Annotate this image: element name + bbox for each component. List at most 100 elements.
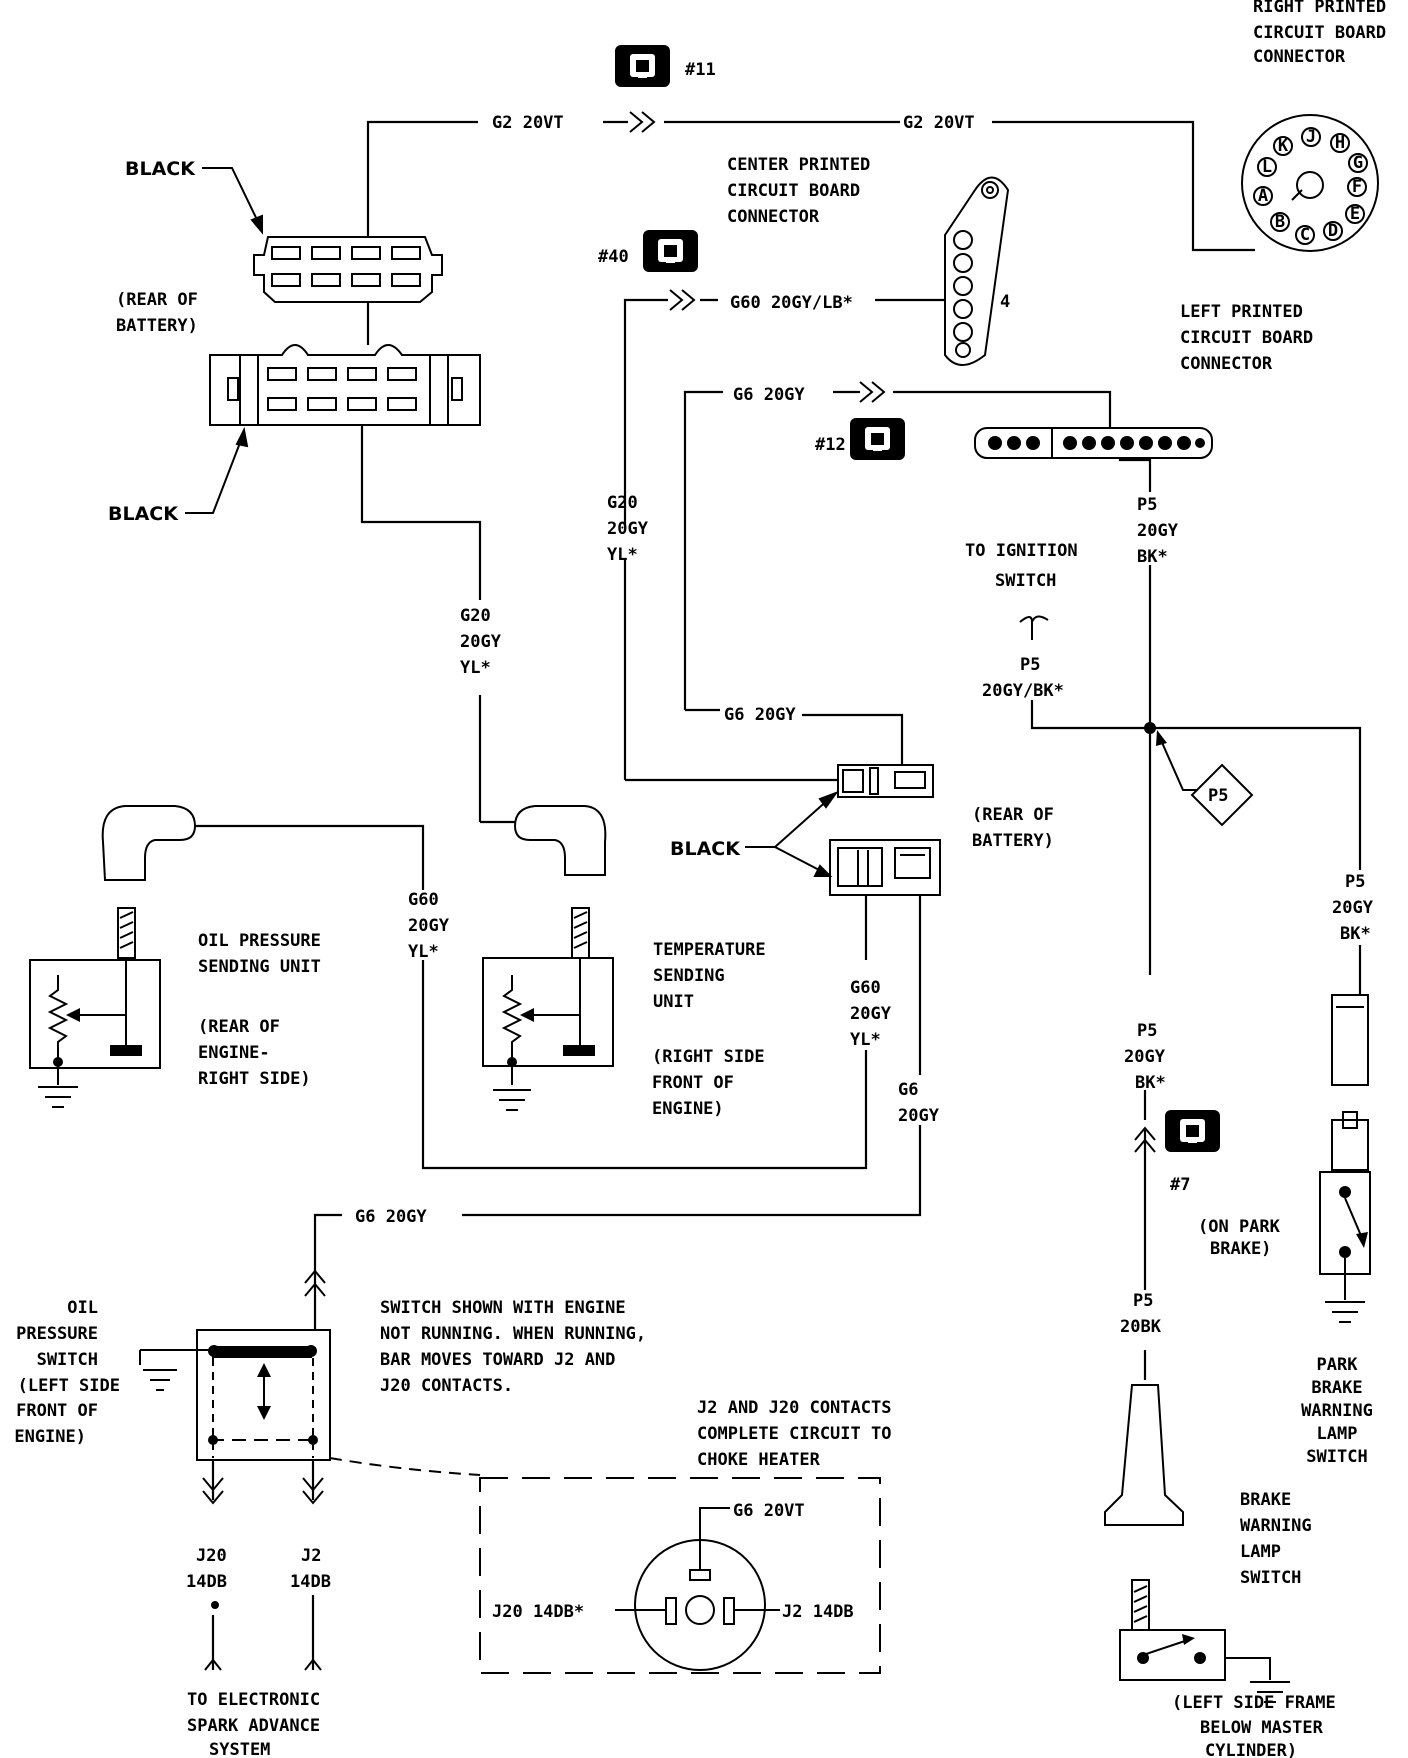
splice — [1144, 722, 1254, 827]
svg-text:CENTER PRINTED: CENTER PRINTED — [727, 155, 870, 175]
svg-text:20GY: 20GY — [898, 1106, 940, 1126]
oil-sender-label: OIL PRESSURE SENDING UNIT (REAR OF ENGIN… — [198, 931, 321, 1089]
right-pcb-label: RIGHT PRINTED CIRCUIT BOARD CONNECTOR — [1253, 0, 1386, 67]
wire-p5 — [1030, 440, 1362, 1380]
svg-text:(LEFT SIDE: (LEFT SIDE — [18, 1376, 120, 1396]
rear-battery-right-label: (REAR OF BATTERY) — [972, 805, 1054, 851]
svg-text:(RIGHT SIDE: (RIGHT SIDE — [652, 1047, 765, 1067]
svg-text:CONNECTOR: CONNECTOR — [727, 207, 820, 227]
mid-connector-lower — [829, 839, 941, 896]
svg-text:(ON PARK: (ON PARK — [1198, 1217, 1281, 1237]
svg-text:TEMPERATURE: TEMPERATURE — [653, 940, 766, 960]
ref-label-40: #40 — [598, 247, 629, 267]
switch-note: SWITCH SHOWN WITH ENGINE NOT RUNNING. WH… — [380, 1298, 646, 1396]
svg-text:CIRCUIT BOARD: CIRCUIT BOARD — [727, 181, 860, 201]
wire-label-j2-left: J2 14DB — [290, 1546, 331, 1592]
svg-text:COMPLETE CIRCUIT TO: COMPLETE CIRCUIT TO — [697, 1424, 891, 1444]
svg-text:ENGINE): ENGINE) — [14, 1427, 86, 1447]
wire-label-p5-bottom: P5 20BK — [1120, 1291, 1162, 1337]
center-pcb-connector — [944, 176, 1010, 366]
svg-text:B: B — [1275, 212, 1285, 232]
svg-text:L: L — [1262, 157, 1272, 177]
wire-label-p5-top: P5 20GY BK* — [1137, 495, 1179, 567]
right-pcb-pins: K J H G F E D C B A L — [1253, 127, 1368, 245]
svg-text:CIRCUIT BOARD: CIRCUIT BOARD — [1253, 23, 1386, 43]
svg-text:BRAKE: BRAKE — [1311, 1378, 1362, 1398]
svg-text:CONNECTOR: CONNECTOR — [1253, 47, 1346, 67]
wire-label-p5-park: P5 20GY BK* — [1332, 872, 1374, 944]
svg-text:CYLINDER): CYLINDER) — [1205, 1741, 1297, 1758]
splice-label: P5 — [1208, 786, 1228, 806]
svg-text:H: H — [1335, 133, 1345, 153]
svg-text:SPARK ADVANCE: SPARK ADVANCE — [187, 1716, 320, 1736]
svg-text:TO ELECTRONIC: TO ELECTRONIC — [187, 1690, 320, 1710]
wire-label-g6-inset: G6 20VT — [733, 1501, 805, 1521]
svg-text:G60: G60 — [408, 890, 439, 910]
svg-text:D: D — [1328, 221, 1338, 241]
ref-icon-7 — [1165, 1110, 1220, 1152]
svg-text:LEFT PRINTED: LEFT PRINTED — [1180, 302, 1303, 322]
svg-text:NOT RUNNING. WHEN RUNNING,: NOT RUNNING. WHEN RUNNING, — [380, 1324, 646, 1344]
svg-text:SENDING UNIT: SENDING UNIT — [198, 957, 321, 977]
svg-text:E: E — [1350, 204, 1360, 224]
wire-g6-top — [683, 390, 1112, 770]
svg-text:(REAR OF: (REAR OF — [972, 805, 1054, 825]
svg-text:J2 AND J20 CONTACTS: J2 AND J20 CONTACTS — [697, 1398, 891, 1418]
wire-label-g20-center: G20 20GY YL* — [460, 606, 502, 678]
left-pcb-label: LEFT PRINTED CIRCUIT BOARD CONNECTOR — [1180, 302, 1313, 374]
svg-text:BK*: BK* — [1137, 547, 1168, 567]
svg-text:(REAR OF: (REAR OF — [198, 1017, 280, 1037]
svg-text:ENGINE): ENGINE) — [652, 1099, 724, 1119]
oil-switch-label: OIL PRESSURE SWITCH (LEFT SIDE FRONT OF … — [14, 1298, 120, 1447]
svg-text:20GY: 20GY — [460, 632, 502, 652]
wire-g6-right — [313, 880, 922, 1330]
svg-text:20GY: 20GY — [1137, 521, 1179, 541]
svg-text:CIRCUIT BOARD: CIRCUIT BOARD — [1180, 328, 1313, 348]
svg-text:SWITCH: SWITCH — [1306, 1447, 1367, 1467]
oil-pressure-switch — [139, 1329, 481, 1609]
svg-text:PARK: PARK — [1317, 1355, 1359, 1375]
svg-text:WARNING: WARNING — [1301, 1401, 1373, 1421]
wire-label-g60-right: G60 20GY YL* — [850, 978, 892, 1050]
svg-text:WARNING: WARNING — [1240, 1516, 1312, 1536]
svg-text:YL*: YL* — [850, 1030, 881, 1050]
black-connector-top — [253, 236, 443, 303]
svg-text:CONNECTOR: CONNECTOR — [1180, 354, 1273, 374]
rear-battery-left-label: (REAR OF BATTERY) — [116, 290, 198, 336]
wire-g60-top — [623, 298, 945, 782]
svg-text:G: G — [1353, 153, 1363, 173]
ref-label-12: #12 — [815, 435, 846, 455]
svg-text:P5: P5 — [1020, 655, 1040, 675]
svg-text:K: K — [1278, 136, 1289, 156]
svg-text:SWITCH: SWITCH — [37, 1350, 98, 1370]
wire-g60-left — [195, 824, 868, 1170]
wire-label-p5-mid: P5 20GY BK* — [1124, 1021, 1166, 1093]
wire-label-p5-ign: P5 20GY/BK* — [982, 655, 1064, 701]
wire-label-g2-left: G2 20VT — [492, 113, 564, 133]
svg-text:FRONT OF: FRONT OF — [652, 1073, 734, 1093]
pin-4-label: 4 — [1000, 292, 1010, 312]
wire-label-g60-top: G60 20GY/LB* — [730, 293, 853, 313]
svg-text:P5: P5 — [1133, 1291, 1153, 1311]
svg-text:OIL: OIL — [67, 1298, 98, 1318]
svg-text:20GY: 20GY — [850, 1004, 892, 1024]
ref-icon-12 — [850, 418, 905, 460]
svg-text:YL*: YL* — [408, 942, 439, 962]
on-park-brake-label: (ON PARK BRAKE) — [1198, 1217, 1281, 1259]
to-ignition-label: TO IGNITION SWITCH — [965, 541, 1078, 591]
left-pcb-connector — [974, 427, 1213, 459]
black-right-leaders — [745, 790, 839, 877]
svg-text:OIL PRESSURE: OIL PRESSURE — [198, 931, 321, 951]
svg-text:14DB: 14DB — [290, 1572, 331, 1592]
park-brake-switch — [1319, 994, 1371, 1323]
svg-text:ENGINE-: ENGINE- — [198, 1043, 270, 1063]
svg-text:BRAKE: BRAKE — [1240, 1490, 1291, 1510]
wire-label-j20-inset: J20 14DB* — [492, 1602, 584, 1622]
ref-icon-11 — [615, 45, 670, 87]
svg-text:P5: P5 — [1137, 495, 1157, 515]
svg-text:RIGHT SIDE): RIGHT SIDE) — [198, 1069, 311, 1089]
temp-sender-label: TEMPERATURE SENDING UNIT (RIGHT SIDE FRO… — [652, 940, 766, 1119]
park-switch-label: PARK BRAKE WARNING LAMP SWITCH — [1301, 1355, 1373, 1467]
svg-text:G6: G6 — [898, 1080, 918, 1100]
temp-sender-boot — [513, 805, 607, 876]
